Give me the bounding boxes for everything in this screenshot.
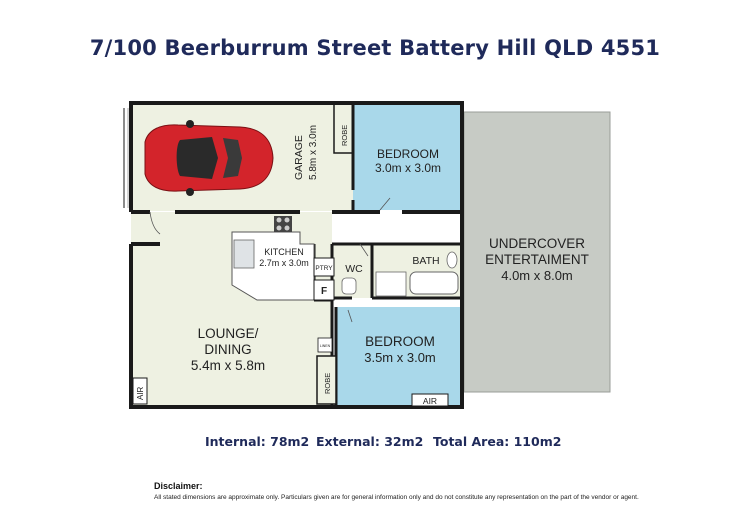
walls — [129, 101, 464, 409]
air-left — [132, 377, 148, 405]
pantry — [313, 257, 335, 277]
robe-bottom-label: ROBE — [323, 373, 332, 394]
bath-label: BATH — [412, 255, 439, 267]
toilet-icon — [341, 277, 357, 295]
external-area: External: 32m2 — [316, 434, 424, 449]
internal-area: Internal: 78m2 — [205, 434, 310, 449]
bedroom-1-label: BEDROOM — [377, 147, 439, 161]
bedroom-2-floor — [336, 307, 462, 407]
bathtub-icon — [409, 271, 459, 295]
door-swings — [149, 197, 391, 323]
undercover-label-line1: UNDERCOVER — [489, 236, 585, 251]
disclaimer-title: Disclaimer: — [154, 481, 203, 491]
bedroom-2-dims: 3.5m x 3.0m — [364, 350, 436, 365]
bedroom-1-floor — [353, 103, 462, 210]
undercover-label-line2: ENTERTAIMENT — [485, 252, 589, 267]
air-bottom-label: AIR — [423, 396, 437, 406]
garage-dims: 5.8m x 3.0m — [308, 125, 319, 180]
bedroom-2-label: BEDROOM — [365, 334, 435, 349]
sink-icon — [233, 239, 255, 269]
kitchen-label: KITCHEN — [264, 247, 304, 257]
lounge-label-line1: LOUNGE/ — [198, 326, 259, 341]
undercover-dims: 4.0m x 8.0m — [501, 268, 573, 283]
shower-icon — [375, 271, 407, 297]
linen-label: LINEN — [320, 344, 331, 348]
bedroom-1-dims: 3.0m x 3.0m — [375, 161, 441, 175]
fridge — [313, 279, 335, 301]
garage-label: GARAGE — [293, 135, 305, 180]
wc-label: WC — [345, 263, 363, 275]
disclaimer-text: All stated dimensions are approximate on… — [154, 494, 639, 501]
ptry-label: PTRY — [315, 265, 333, 272]
floor-plan: GARAGE 5.8m x 3.0m ROBE BEDROOM 3.0m x 3… — [123, 101, 611, 409]
lounge-label-line2: DINING — [204, 342, 251, 357]
air-left-label: AIR — [136, 386, 145, 400]
page-title: 7/100 Beerburrum Street Battery Hill QLD… — [89, 36, 661, 60]
robe-top-label: ROBE — [340, 125, 349, 146]
area-summary: Internal: 78m2 External: 32m2 Total Area… — [0, 434, 750, 454]
car-icon — [144, 120, 274, 196]
undercover-area — [463, 111, 611, 393]
total-area: Total Area: 110m2 — [433, 434, 562, 449]
stove-icon — [274, 216, 292, 232]
linen-cupboard — [317, 337, 333, 353]
basin-icon — [446, 251, 458, 269]
kitchen-dims: 2.7m x 3.0m — [259, 258, 309, 268]
fridge-label: F — [321, 286, 327, 297]
air-bottom — [411, 393, 449, 407]
robe-bottom — [316, 355, 337, 405]
lounge-dims: 5.4m x 5.8m — [191, 358, 265, 373]
